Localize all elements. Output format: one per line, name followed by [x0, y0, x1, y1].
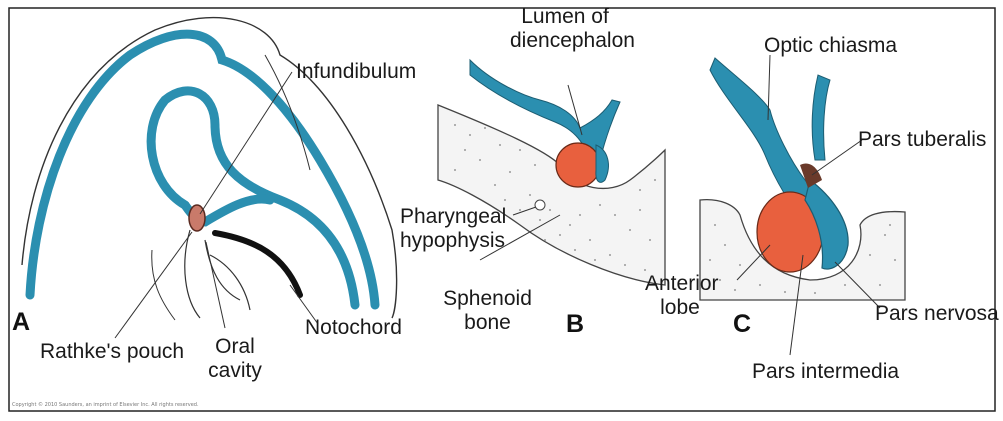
leader-rathkes-pouch — [115, 232, 192, 338]
label-rathkes-pouch: Rathke's pouch — [40, 340, 184, 364]
copyright-notice: Copyright © 2010 Saunders, an imprint of… — [12, 402, 199, 408]
label-pharyngeal-line1: Pharyngeal — [400, 205, 506, 229]
label-oral-cavity-line2: cavity — [205, 359, 265, 383]
label-sphenoid-line2: bone — [440, 311, 535, 335]
panel-b-sphenoid-bone — [438, 105, 665, 285]
panel-letter-b: B — [566, 310, 584, 339]
label-anterior-lobe: Anterior lobe — [645, 272, 715, 320]
label-pars-tuberalis: Pars tuberalis — [858, 128, 986, 152]
panel-c-optic-branch — [812, 75, 830, 160]
label-anterior-line2: lobe — [645, 296, 715, 320]
label-pars-nervosa: Pars nervosa — [875, 302, 999, 326]
label-pars-intermedia: Pars intermedia — [752, 360, 899, 384]
label-oral-cavity: Oral cavity — [205, 335, 265, 383]
label-lumen-line2: diencephalon — [510, 29, 620, 53]
label-sphenoid-bone: Sphenoid bone — [440, 287, 535, 335]
panel-b-neural-lobe — [596, 145, 609, 182]
panel-letter-a: A — [12, 308, 30, 337]
panel-b-anterior-lobe — [556, 143, 600, 187]
label-lumen-of-diencephalon: Lumen of diencephalon — [510, 5, 620, 53]
label-pharyngeal-hypophysis: Pharyngeal hypophysis — [400, 205, 506, 253]
label-notochord: Notochord — [305, 316, 402, 340]
panel-a-rathkes-pouch — [189, 205, 205, 231]
panel-a-notochord — [215, 233, 300, 295]
panel-letter-c: C — [733, 310, 751, 339]
label-infundibulum: Infundibulum — [296, 60, 416, 84]
label-optic-chiasma: Optic chiasma — [764, 34, 897, 58]
panel-b-pharyngeal-hypophysis — [535, 200, 545, 210]
label-pharyngeal-line2: hypophysis — [400, 229, 506, 253]
label-lumen-line1: Lumen of — [510, 5, 620, 29]
label-anterior-line1: Anterior — [645, 272, 715, 296]
label-oral-cavity-line1: Oral — [205, 335, 265, 359]
panel-a-oral-cavity-line — [185, 230, 250, 318]
label-sphenoid-line1: Sphenoid — [440, 287, 535, 311]
